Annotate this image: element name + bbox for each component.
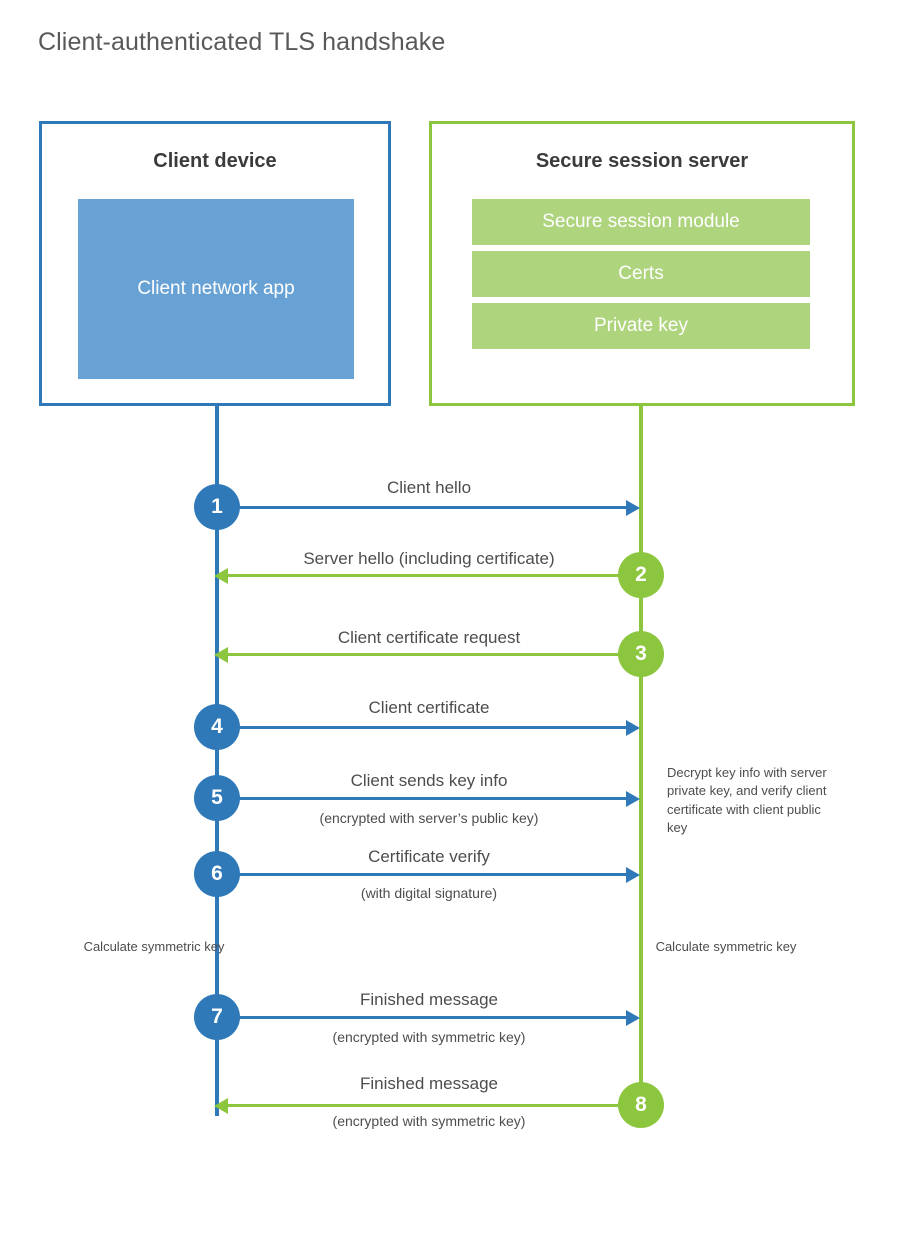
step-6-sublabel: (with digital signature): [360, 885, 498, 901]
step-2-arrow-line: [228, 574, 629, 577]
client-device-box: Client device Client network app: [39, 121, 391, 406]
step-4-arrow-head-icon: [626, 719, 640, 736]
step-6-circle: 6: [194, 851, 240, 897]
step-3-label: Client certificate request: [337, 628, 521, 647]
step-7-arrow-head-icon: [626, 1009, 640, 1026]
step-8-arrow-head-icon: [214, 1097, 228, 1114]
client-calculate-symmetric-key-annotation: Calculate symmetric key: [83, 939, 225, 954]
step-8-circle: 8: [618, 1082, 664, 1128]
secure-session-server-title: Secure session server: [535, 150, 749, 172]
server-component-secure-session-module: Secure session module: [472, 199, 810, 245]
step-7-arrow-line: [217, 1016, 629, 1019]
step-3-circle: 3: [618, 631, 664, 677]
server-calculate-symmetric-key-annotation: Calculate symmetric key: [655, 939, 797, 954]
step-5-label: Client sends key info: [350, 771, 508, 790]
step-8-arrow-line: [228, 1104, 629, 1107]
step-5-arrow-head-icon: [626, 790, 640, 807]
client-network-app-block: Client network app: [78, 199, 354, 379]
server-component-list: Secure session module Certs Private key: [472, 199, 810, 349]
server-component-private-key: Private key: [472, 303, 810, 349]
step-3-arrow-head-icon: [214, 646, 228, 663]
page-title: Client-authenticated TLS handshake: [38, 28, 446, 56]
step-4-label: Client certificate: [368, 698, 490, 717]
step-3-arrow-line: [228, 653, 629, 656]
step-6-arrow-line: [217, 873, 629, 876]
step-7-sublabel: (encrypted with symmetric key): [332, 1029, 526, 1045]
step-5-circle: 5: [194, 775, 240, 821]
step-7-circle: 7: [194, 994, 240, 1040]
secure-session-server-box: Secure session server Secure session mod…: [429, 121, 855, 406]
step-5-sublabel: (encrypted with server’s public key): [319, 810, 539, 826]
step-4-circle: 4: [194, 704, 240, 750]
step-8-sublabel: (encrypted with symmetric key): [332, 1113, 526, 1129]
step-8-label: Finished message: [360, 1074, 498, 1093]
server-lifeline: [639, 404, 643, 1106]
step-7-label: Finished message: [360, 990, 498, 1009]
step-2-circle: 2: [618, 552, 664, 598]
step-4-arrow-line: [217, 726, 629, 729]
client-lifeline: [215, 404, 219, 1116]
server-component-certs: Certs: [472, 251, 810, 297]
server-decrypt-annotation: Decrypt key info with server private key…: [667, 765, 827, 836]
step-2-arrow-head-icon: [214, 567, 228, 584]
step-6-label: Certificate verify: [368, 847, 490, 866]
step-1-arrow-head-icon: [626, 499, 640, 516]
step-6-arrow-head-icon: [626, 866, 640, 883]
step-5-arrow-line: [217, 797, 629, 800]
step-1-arrow-line: [217, 506, 629, 509]
step-1-circle: 1: [194, 484, 240, 530]
client-device-title: Client device: [153, 150, 277, 172]
step-2-label: Server hello (including certificate): [303, 549, 555, 568]
step-1-label: Client hello: [386, 478, 472, 497]
